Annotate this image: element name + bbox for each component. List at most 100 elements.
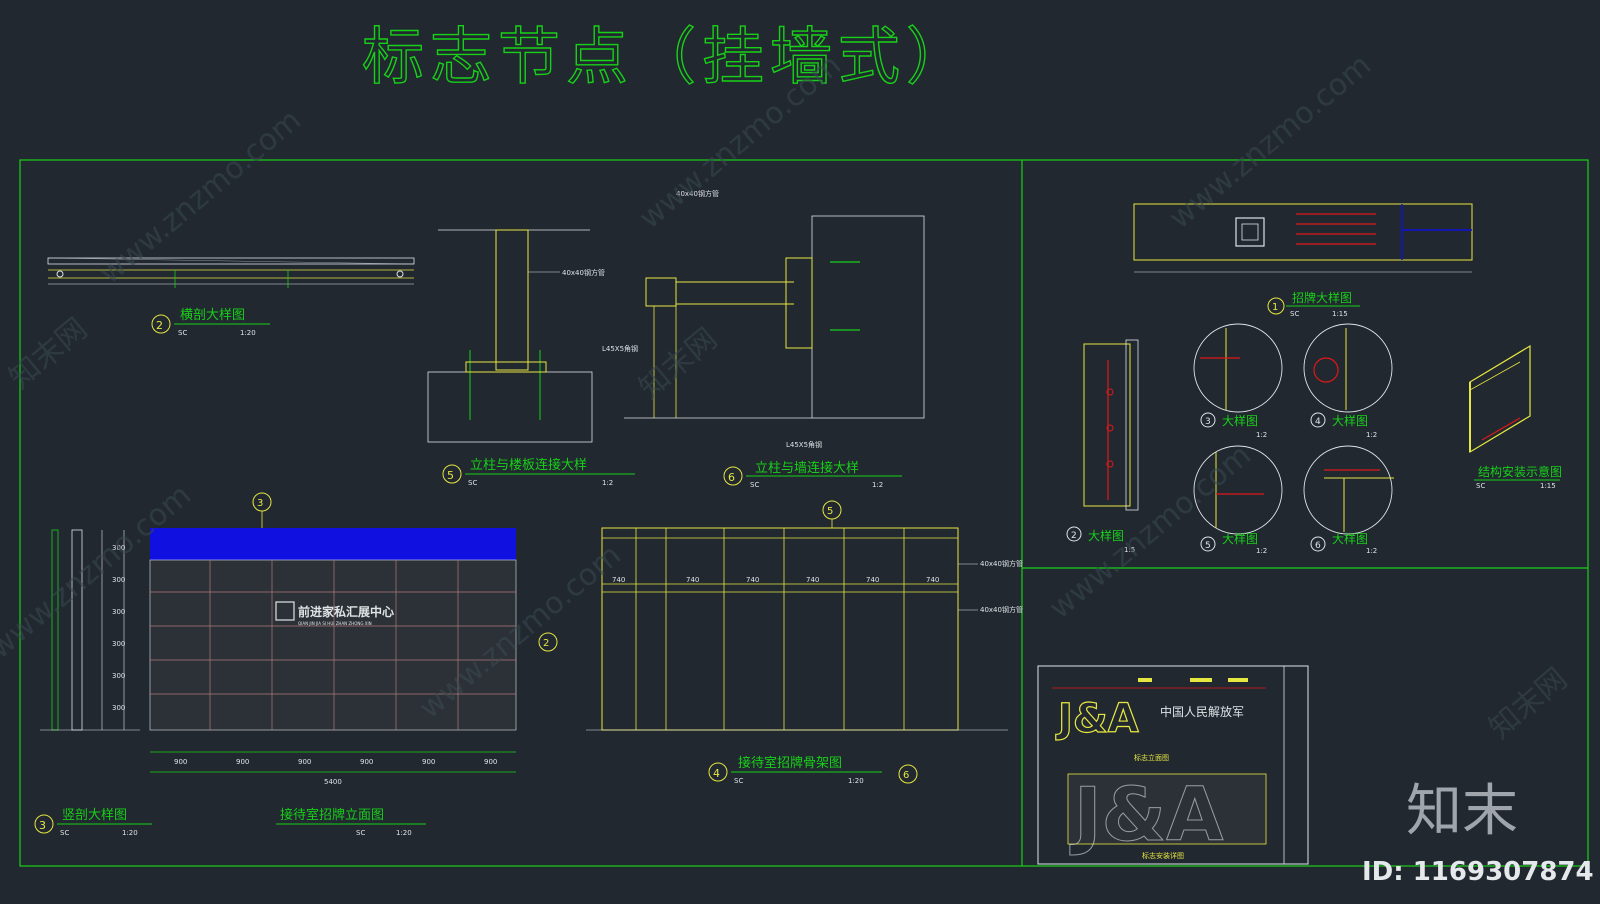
label-vertical-section: 3 竖剖大样图 SC 1:20 xyxy=(34,808,152,837)
svg-text:结构安装示意图: 结构安装示意图 xyxy=(1478,464,1562,479)
svg-text:大样图: 大样图 xyxy=(1222,531,1258,546)
svg-text:40x40钢方管: 40x40钢方管 xyxy=(562,268,605,277)
svg-text:900: 900 xyxy=(174,758,187,766)
sign-detail xyxy=(1133,203,1473,273)
svg-text:SC: SC xyxy=(1476,482,1485,490)
sheet-frame xyxy=(19,159,1589,867)
detail-circle-6: 6 大样图 1:2 xyxy=(1303,445,1394,555)
svg-text:标志安装详图: 标志安装详图 xyxy=(1142,851,1184,860)
sign-frame: 740 740 740 740 740 740 40x40钢方管 40x40钢方… xyxy=(586,500,1023,784)
svg-text:6: 6 xyxy=(1315,541,1321,551)
svg-text:L45X5角钢: L45X5角钢 xyxy=(602,344,638,353)
svg-text:大样图: 大样图 xyxy=(1332,413,1368,428)
svg-text:立柱与墙连接大样: 立柱与墙连接大样 xyxy=(755,460,859,476)
svg-text:1:2: 1:2 xyxy=(1256,431,1267,439)
svg-text:5: 5 xyxy=(1205,541,1211,551)
svg-text:SC: SC xyxy=(1290,310,1299,318)
svg-text:300: 300 xyxy=(112,576,125,584)
svg-text:40x40钢方管: 40x40钢方管 xyxy=(980,605,1023,614)
svg-text:www.znzmo.com: www.znzmo.com xyxy=(93,103,308,292)
svg-text:3: 3 xyxy=(1205,417,1211,427)
detail-section-2: 2 大样图 1:5 xyxy=(1066,339,1139,554)
svg-text:SC: SC xyxy=(60,829,69,837)
svg-text:知末网: 知末网 xyxy=(3,311,94,396)
svg-text:300: 300 xyxy=(112,544,125,552)
svg-text:招牌大样图: 招牌大样图 xyxy=(1292,290,1352,305)
svg-text:www.znzmo.com: www.znzmo.com xyxy=(1163,48,1378,237)
detail-horizontal-section xyxy=(47,257,415,288)
svg-text:2: 2 xyxy=(156,319,163,332)
svg-text:2: 2 xyxy=(543,638,549,649)
svg-text:4: 4 xyxy=(713,767,720,780)
svg-text:300: 300 xyxy=(112,672,125,680)
svg-text:3: 3 xyxy=(257,498,263,509)
svg-text:1:20: 1:20 xyxy=(122,829,138,837)
structure-install-diagram: 结构安装示意图 SC 1:15 xyxy=(1469,344,1562,490)
detail-vertical-section: 300 300 300 300 300 300 xyxy=(40,529,140,731)
svg-text:中国人民解放军: 中国人民解放军 xyxy=(1160,704,1244,719)
svg-text:1:15: 1:15 xyxy=(1332,310,1348,318)
svg-text:900: 900 xyxy=(484,758,497,766)
svg-text:J&A: J&A xyxy=(1069,772,1223,858)
svg-text:740: 740 xyxy=(866,576,879,584)
ja-logo-sheet: J&A 中国人民解放军 标志立面图 J&A 标志安装详图 xyxy=(1037,665,1309,865)
svg-text:740: 740 xyxy=(926,576,939,584)
svg-text:40x40钢方管: 40x40钢方管 xyxy=(676,189,719,198)
svg-text:5: 5 xyxy=(447,469,454,482)
brand-watermark: 知末 xyxy=(1406,779,1518,844)
detail-circle-4: 4 大样图 1:2 xyxy=(1303,323,1393,439)
svg-text:900: 900 xyxy=(298,758,311,766)
svg-text:1:2: 1:2 xyxy=(602,479,613,487)
detail-circle-3: 3 大样图 1:2 xyxy=(1193,323,1283,439)
svg-text:SC: SC xyxy=(468,479,477,487)
svg-text:900: 900 xyxy=(422,758,435,766)
detail-column-wall: 40x40钢方管 L45X5角钢 xyxy=(624,189,925,449)
svg-text:1: 1 xyxy=(1272,302,1278,313)
label-sign-detail: 1 招牌大样图 SC 1:15 xyxy=(1267,290,1360,318)
svg-text:1:15: 1:15 xyxy=(1540,482,1556,490)
svg-text:SC: SC xyxy=(178,329,187,337)
svg-text:大样图: 大样图 xyxy=(1222,413,1258,428)
svg-text:40x40钢方管: 40x40钢方管 xyxy=(980,559,1023,568)
svg-text:2: 2 xyxy=(1071,531,1077,541)
svg-text:1:2: 1:2 xyxy=(1366,547,1377,555)
svg-text:SC: SC xyxy=(734,777,743,785)
label-column-wall: 6 立柱与墙连接大样 SC 1:2 xyxy=(723,460,902,489)
svg-text:1:2: 1:2 xyxy=(1256,547,1267,555)
svg-text:标志立面图: 标志立面图 xyxy=(1134,753,1169,762)
svg-text:900: 900 xyxy=(236,758,249,766)
svg-text:740: 740 xyxy=(746,576,759,584)
svg-text:300: 300 xyxy=(112,608,125,616)
svg-text:300: 300 xyxy=(112,640,125,648)
drawing-title: 标志节点（挂墙式） xyxy=(362,20,974,93)
sign-elevation: 前进家私汇展中心 QIAN JIN JIA SI HUI ZHAN ZHONG … xyxy=(149,492,558,786)
svg-text:L45X5角钢: L45X5角钢 xyxy=(786,440,822,449)
svg-text:SC: SC xyxy=(356,829,365,837)
svg-text:大样图: 大样图 xyxy=(1088,528,1124,543)
svg-text:SC: SC xyxy=(750,481,759,489)
svg-text:6: 6 xyxy=(903,770,909,781)
svg-text:1:20: 1:20 xyxy=(240,329,256,337)
svg-text:1:20: 1:20 xyxy=(396,829,412,837)
svg-text:3: 3 xyxy=(39,819,46,832)
id-watermark: ID: 1169307874 xyxy=(1362,857,1594,887)
svg-text:300: 300 xyxy=(112,704,125,712)
ja-logo: J&A xyxy=(1055,696,1139,742)
label-horizontal-section: 2 横剖大样图 SC 1:20 xyxy=(151,308,270,337)
svg-text:6: 6 xyxy=(728,471,735,484)
svg-text:竖剖大样图: 竖剖大样图 xyxy=(62,808,127,823)
svg-text:740: 740 xyxy=(612,576,625,584)
svg-text:接待室招牌骨架图: 接待室招牌骨架图 xyxy=(738,755,842,771)
svg-text:知末网: 知末网 xyxy=(1483,661,1574,746)
label-column-floor: 5 立柱与楼板连接大样 SC 1:2 xyxy=(442,457,635,487)
svg-text:740: 740 xyxy=(806,576,819,584)
sign-text: 前进家私汇展中心 xyxy=(298,604,394,619)
detail-circle-5: 5 大样图 1:2 xyxy=(1193,445,1283,555)
detail-column-floor: 40x40钢方管 L45X5角钢 xyxy=(427,229,638,443)
svg-text:1:5: 1:5 xyxy=(1124,546,1135,554)
svg-text:1:2: 1:2 xyxy=(872,481,883,489)
svg-text:接待室招牌立面图: 接待室招牌立面图 xyxy=(280,807,384,823)
svg-text:4: 4 xyxy=(1315,417,1321,427)
svg-text:5: 5 xyxy=(827,506,833,517)
